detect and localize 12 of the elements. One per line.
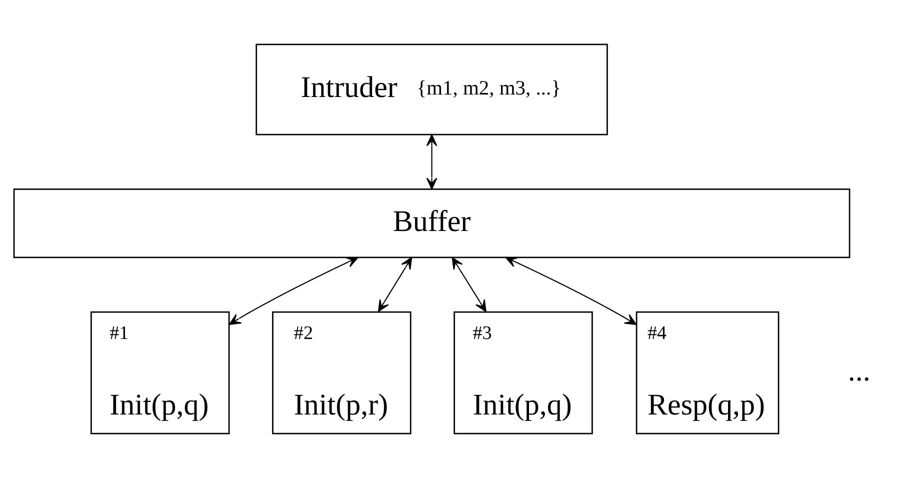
node-box: #3 Init(p,q) <box>454 310 593 434</box>
node-box: Intruder {m1, m2, m3, ...} <box>256 43 608 135</box>
node-box: #2 Init(p,r) <box>272 310 412 434</box>
arrow <box>505 256 637 325</box>
node-box: #1 Init(p,q) <box>90 310 230 434</box>
arrow <box>426 134 438 190</box>
node-box: #4 Resp(q,p) <box>636 310 780 434</box>
arrow <box>452 256 486 312</box>
arrow <box>378 256 412 312</box>
label: ... <box>848 354 870 387</box>
arrow <box>228 256 358 324</box>
node-box: Buffer <box>13 188 850 258</box>
